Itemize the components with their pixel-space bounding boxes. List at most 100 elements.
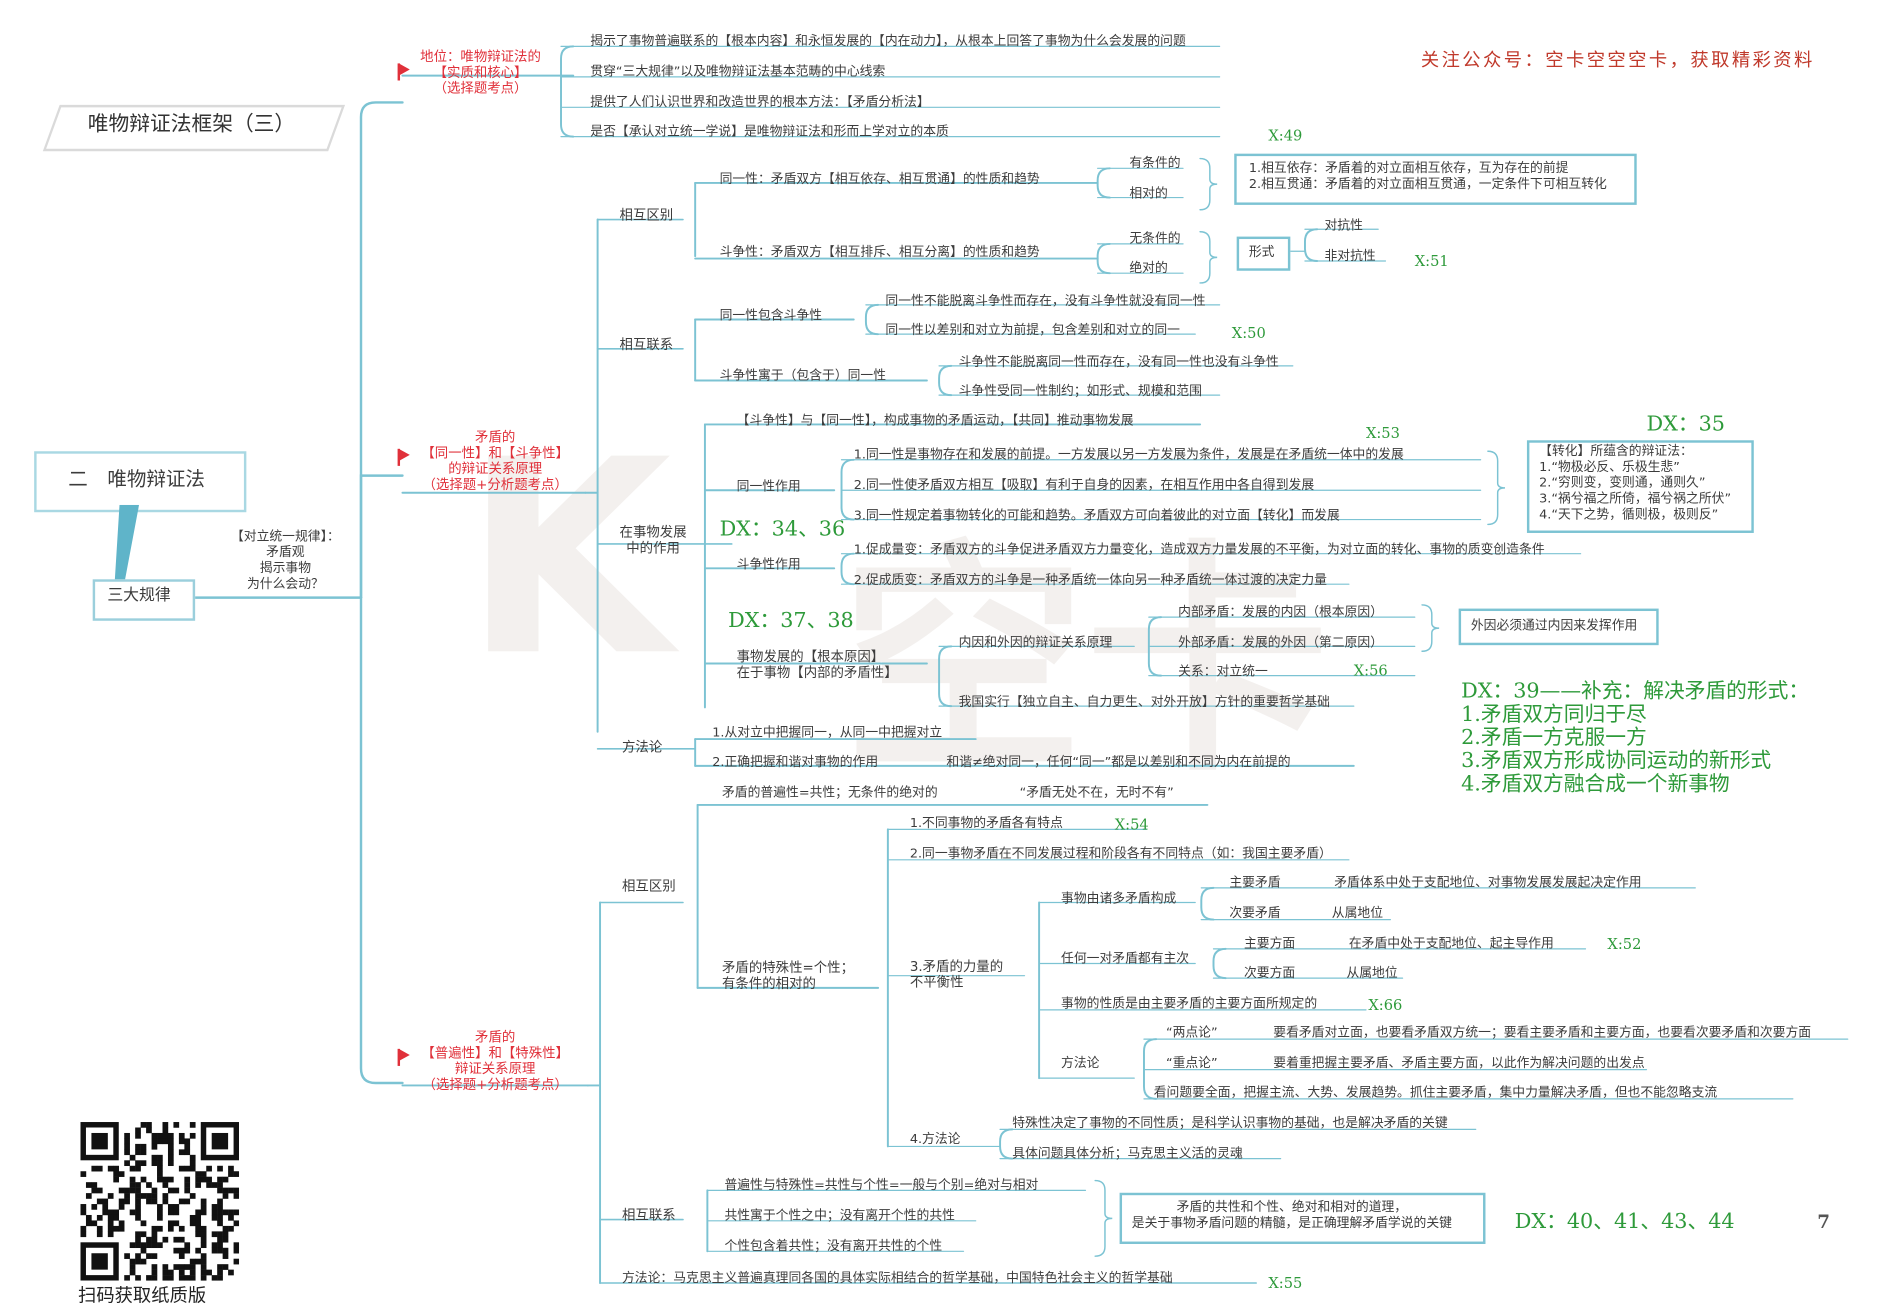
s3-struggle-role: 斗争性作用 — [736, 557, 801, 572]
s1-nonantagonistic: 非对抗性 — [1324, 248, 1376, 264]
u1-universality-quote: “矛盾无处不在，无时不有” — [1019, 785, 1174, 801]
watermark-logo: K — [463, 402, 672, 715]
root-node-box — [92, 579, 196, 621]
s1-label: 相互区别 — [619, 207, 674, 224]
u1-4a: 特殊性决定了事物的不同性质；是科学认识事物的基础，也是解决矛盾的关键 — [1012, 1115, 1448, 1131]
flag-icon — [398, 448, 410, 462]
qr-code[interactable] — [80, 1122, 240, 1281]
u1-main-desc: 矛盾体系中处于支配地位、对事物发展发展起决定作用 — [1334, 875, 1642, 891]
branch-identity-struggle: 矛盾的 【同一性】和【斗争性】 的辩证关系原理 （选择题+分析题考点） — [421, 429, 569, 493]
chapter-tail — [114, 504, 140, 583]
flag-pole — [397, 448, 400, 466]
s2-b2: 斗争性受同一性制约；如形式、规模和范围 — [958, 384, 1202, 399]
s1-form: 形式 — [1248, 245, 1275, 260]
u1-secondary-desc: 从属地位 — [1331, 906, 1384, 921]
flag-icon — [398, 63, 410, 76]
s4-1: 1.从对立中把握同一，从同一中把握对立 — [712, 725, 943, 741]
s2-label: 相互联系 — [619, 336, 674, 353]
u1-3: 3.矛盾的力量的 不平衡性 — [909, 958, 1004, 991]
s1-box-text: 1.相互依存：矛盾着的对立面相互依存，互为存在的前提 2.相互贯通：矛盾着的对立… — [1248, 160, 1607, 192]
note-dx34-36: DX：34、36 — [719, 517, 846, 542]
s4-2b: 和谐≠绝对同一，任何“同一”都是以差别和不同为内在前提的 — [946, 754, 1291, 770]
s3-top: 【斗争性】与【同一性】，构成事物的矛盾运动，【共同】推动事物发展 — [736, 413, 1134, 429]
u1-label: 相互区别 — [621, 878, 676, 894]
note-dx35: DX：35 — [1646, 412, 1725, 437]
s2-a1: 同一性不能脱离斗争性而存在，没有斗争性就没有同一性 — [885, 293, 1206, 309]
note-x66: X:66 — [1368, 996, 1403, 1014]
s1-struggle: 斗争性：矛盾双方【相互排斥、相互分离】的性质和趋势 — [719, 245, 1040, 260]
u1-4: 4.方法论 — [909, 1131, 961, 1147]
u1-3a: 事物由诸多矛盾构成 — [1061, 891, 1177, 907]
s3-china: 我国实行【独立自主、自力更生、对外开放】方针的重要哲学基础 — [958, 695, 1330, 710]
s3-box2-text: 外因必须通过内因来发挥作用 — [1470, 618, 1638, 633]
note-x49: X:49 — [1268, 126, 1303, 144]
s3-box-text: 【转化】所蕴含的辩证法： 1.“物极必反、乐极生悲” 2.“穷则变，变则通，通则… — [1539, 443, 1732, 522]
note-x54: X:54 — [1114, 815, 1149, 833]
chapter-box — [34, 451, 247, 513]
u1-secondary: 次要矛盾 — [1229, 906, 1281, 921]
note-x55: X:55 — [1268, 1274, 1303, 1292]
root-note: 【对立统一规律】： 矛盾观 揭示事物 为什么会动？ — [230, 529, 340, 592]
page-number: 7 — [1817, 1211, 1830, 1234]
flag-pole — [397, 63, 400, 81]
u1-method: 方法论 — [1061, 1056, 1100, 1071]
header-note: 关注公众号：空卡空空空卡，获取精彩资料 — [1420, 48, 1815, 71]
note-x51: X:51 — [1414, 252, 1449, 270]
s3-id3: 3.同一性规定着事物转化的可能和趋势。矛盾双方可向着彼此的对立面【转化】而发展 — [853, 508, 1340, 524]
s1-antagonistic: 对抗性 — [1324, 218, 1363, 233]
chapter-title: 二 唯物辩证法 — [68, 467, 205, 491]
s3-id2: 2.同一性使矛盾双方相互【吸取】有利于自身的因素，在相互作用中各自得到发展 — [853, 478, 1315, 493]
s3-box — [1526, 440, 1754, 533]
u1-two-point: “两点论” — [1165, 1025, 1218, 1041]
u2-3: 个性包含着共性；没有离开共性的个性 — [724, 1239, 943, 1254]
u1-universality: 矛盾的普遍性=共性；无条件的绝对的 — [722, 785, 938, 801]
s2-a2: 同一性以差别和对立为前提，包含差别和对立的同一 — [885, 323, 1180, 338]
s1-relative: 相对的 — [1129, 186, 1168, 202]
u3: 方法论：马克思主义普遍真理同各国的具体实际相结合的哲学基础，中国特色社会主义的哲… — [621, 1270, 1173, 1286]
flag-pole — [397, 1048, 400, 1066]
s4-label: 方法论 — [621, 739, 663, 755]
s2-b: 斗争性寓于（包含于）同一性 — [719, 368, 887, 383]
s1-identity: 同一性：矛盾双方【相互依存、相互贯通】的性质和趋势 — [719, 171, 1040, 187]
s1-box — [1234, 153, 1637, 205]
u1-main: 主要矛盾 — [1229, 875, 1281, 891]
s1-form-box — [1236, 236, 1291, 271]
u1-two-point-desc: 要看矛盾对立面，也要看矛盾双方统一；要看主要矛盾和主要方面，也要看次要矛盾和次要… — [1273, 1025, 1812, 1041]
u1-key-point: “重点论” — [1165, 1056, 1218, 1071]
u2-box — [1119, 1192, 1486, 1244]
position-item: 揭示了事物普遍联系的【根本内容】和永恒发展的【内在动力】，从根本上回答了事物为什… — [590, 34, 1186, 49]
u1-2: 2.同一事物矛盾在不同发展过程和阶段各有不同特点（如：我国主要矛盾） — [909, 846, 1332, 862]
u1-3c: 事物的性质是由主要矛盾的主要方面所规定的 — [1061, 996, 1318, 1012]
s3-inner: 内部矛盾：发展的内因（根本原因） — [1178, 604, 1384, 620]
u2-1: 普遍性与特殊性=共性与个性=一般与个别=绝对与相对 — [724, 1178, 1039, 1193]
s1-unconditional: 无条件的 — [1129, 231, 1181, 247]
note-dx40-44: DX：40、41、43、44 — [1514, 1209, 1735, 1235]
u2-2: 共性寓于个性之中；没有离开个性的共性 — [724, 1208, 955, 1224]
s3-relation: 关系：对立统一 — [1178, 664, 1268, 680]
u2-label: 相互联系 — [621, 1207, 676, 1224]
u1-overall: 看问题要全面，把握主流、大势、发展趋势。抓住主要矛盾，集中力量解决矛盾，但也不能… — [1153, 1085, 1718, 1101]
u1-secondary-aspect: 次要方面 — [1243, 965, 1296, 981]
position-item: 提供了人们认识世界和改造世界的根本方法：【矛盾分析法】 — [590, 95, 930, 110]
s3-box2 — [1458, 608, 1659, 646]
s3-id1: 1.同一性是事物存在和发展的前提。一方发展以另一方发展为条件，发展是在矛盾统一体… — [853, 447, 1404, 463]
s3-outer: 外部矛盾：发展的外因（第二原因） — [1178, 635, 1384, 651]
position-item: 贯穿“三大规律”以及唯物辩证法基本范畴的中心线索 — [590, 64, 886, 80]
s2-b1: 斗争性不能脱离同一性而存在，没有同一性也没有斗争性 — [958, 354, 1279, 370]
s1-conditional: 有条件的 — [1129, 156, 1181, 171]
note-dx39: DX：39——补充：解决矛盾的形式： 1.矛盾双方同归于尽 2.矛盾一方克服一方… — [1461, 679, 1810, 797]
s3-st2: 2.促成质变：矛盾双方的斗争是一种矛盾统一体向另一种矛盾统一体过渡的决定力量 — [853, 573, 1327, 588]
u1-main-aspect-desc: 在矛盾中处于支配地位、起主导作用 — [1348, 936, 1554, 952]
u1-secondary-aspect-desc: 从属地位 — [1346, 965, 1398, 981]
u1-key-point-desc: 要着重把握主要矛盾、矛盾主要方面，以此作为解决问题的出发点 — [1273, 1056, 1645, 1071]
u1-4b: 具体问题具体分析；马克思主义活的灵魂 — [1012, 1146, 1243, 1162]
root-node: 三大规律 — [107, 586, 171, 605]
s1-absolute: 绝对的 — [1129, 260, 1168, 276]
s2-a: 同一性包含斗争性 — [719, 308, 823, 324]
note-x56: X:56 — [1353, 662, 1388, 680]
u1-1: 1.不同事物的矛盾各有特点 — [909, 815, 1063, 831]
s3-identity-role: 同一性作用 — [736, 479, 801, 494]
qr-caption: 扫码获取纸质版 — [78, 1284, 207, 1307]
u1-particularity: 矛盾的特殊性=个性； 有条件的相对的 — [722, 959, 854, 992]
